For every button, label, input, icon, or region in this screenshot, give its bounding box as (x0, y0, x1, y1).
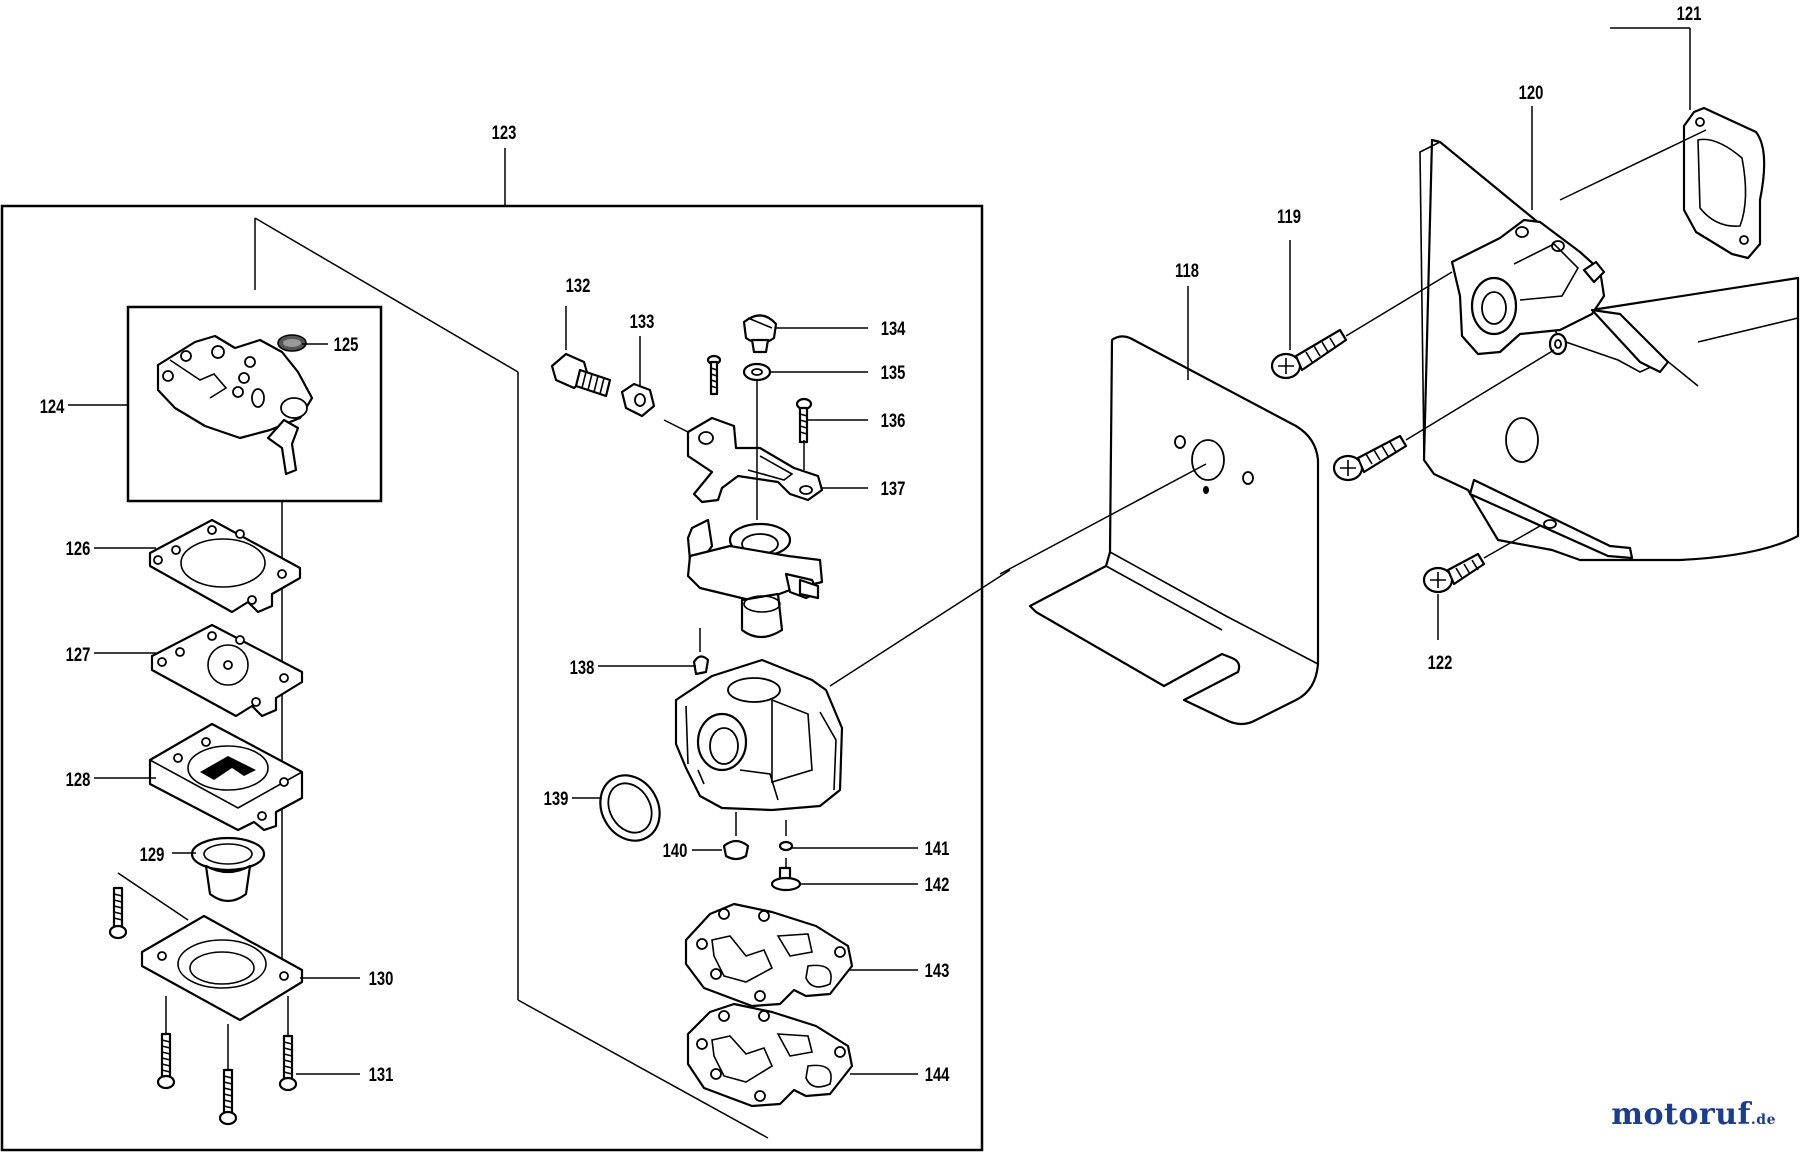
pump-cover-box (126, 305, 383, 503)
label-130: 130 (369, 968, 394, 989)
watermark-brand: motoruf (1611, 1097, 1751, 1132)
manifold-gasket-part (1682, 106, 1766, 260)
label-137: 137 (881, 478, 906, 499)
label-134: 134 (881, 318, 906, 339)
motoruf-watermark: motoruf.de (1611, 1097, 1776, 1132)
label-142: 142 (925, 874, 950, 895)
label-131: 131 (369, 1064, 394, 1085)
label-136: 136 (881, 410, 906, 431)
label-144: 144 (925, 1064, 950, 1085)
throttle-body-part (686, 518, 824, 639)
nut-part (620, 382, 656, 418)
screw-119-part (1270, 328, 1348, 380)
screw-136-part (795, 397, 813, 444)
filter-screen-part (277, 334, 307, 352)
label-124: 124 (40, 396, 65, 417)
adjusting-screw-part (550, 352, 612, 398)
idle-screw-part (742, 314, 778, 354)
label-127: 127 (66, 644, 91, 665)
plug-part (722, 812, 750, 861)
label-123: 123 (492, 122, 517, 143)
carburetor-body-part (674, 658, 844, 812)
diaphragm-part (150, 623, 304, 718)
heat-shield-part (1028, 335, 1320, 726)
washer-part (742, 362, 772, 382)
screws-part (108, 886, 298, 1126)
carburetor-assembly-box (0, 204, 984, 1152)
o-ring-part (599, 774, 661, 842)
label-119: 119 (1277, 206, 1301, 227)
small-o-ring-part (778, 820, 794, 852)
label-126: 126 (66, 538, 91, 559)
label-133: 133 (630, 311, 655, 332)
label-138: 138 (570, 657, 595, 678)
label-135: 135 (881, 362, 906, 383)
label-125: 125 (334, 334, 359, 355)
label-143: 143 (925, 960, 950, 981)
pump-body-part (148, 722, 304, 832)
label-141: 141 (925, 838, 950, 859)
label-128: 128 (66, 769, 91, 790)
insulator-part (1419, 138, 1800, 562)
label-121: 121 (1677, 3, 1702, 24)
label-129: 129 (140, 844, 165, 865)
bracket-part (686, 416, 824, 504)
screw-lower-part (1332, 434, 1408, 482)
watermark-tld: .de (1750, 1112, 1776, 1128)
pump-cover-part (156, 334, 314, 476)
gasket-part (148, 518, 302, 614)
screw-122-part (1422, 552, 1486, 594)
label-122: 122 (1428, 652, 1453, 673)
label-118: 118 (1175, 260, 1199, 281)
metering-diaphragm-part (686, 1002, 854, 1108)
needle-part (770, 858, 802, 892)
cover-plate-part (140, 914, 304, 1022)
e-clip-part (692, 655, 710, 676)
label-140: 140 (663, 840, 688, 861)
label-120: 120 (1519, 82, 1544, 103)
metering-gasket-part (684, 902, 854, 1008)
label-132: 132 (566, 275, 591, 296)
small-screw-part (706, 354, 722, 396)
label-139: 139 (544, 788, 569, 809)
primer-bulb-part (190, 836, 266, 903)
